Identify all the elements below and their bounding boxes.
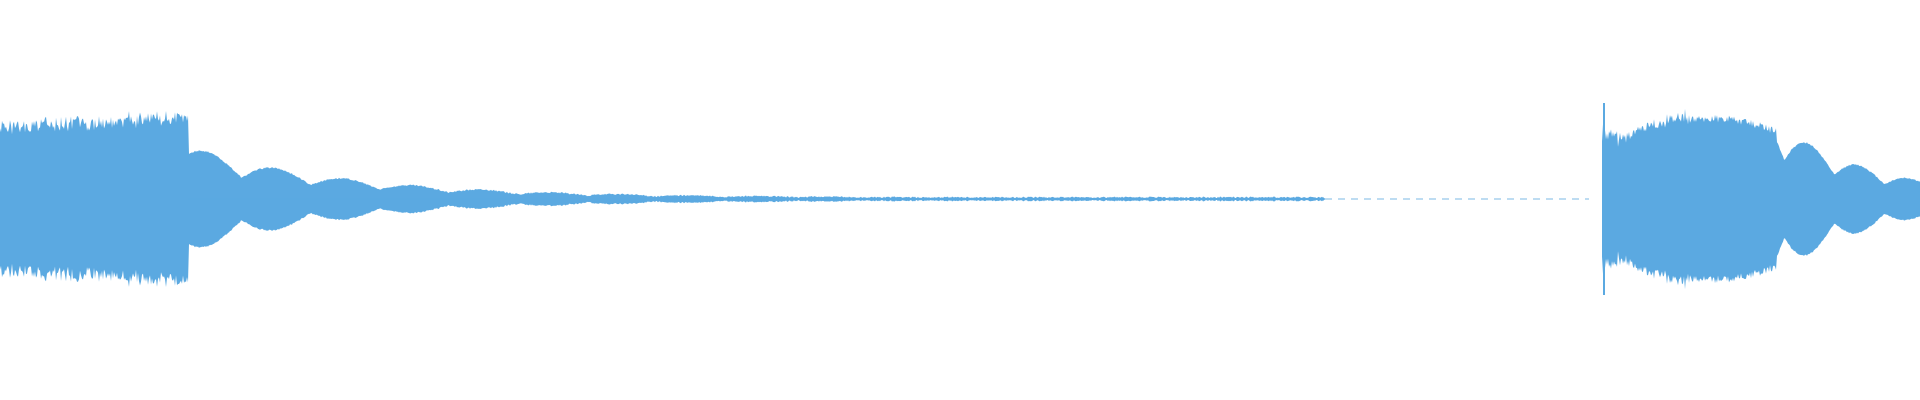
waveform-peaks [0,103,1920,295]
waveform-envelope-1 [1602,108,1920,290]
